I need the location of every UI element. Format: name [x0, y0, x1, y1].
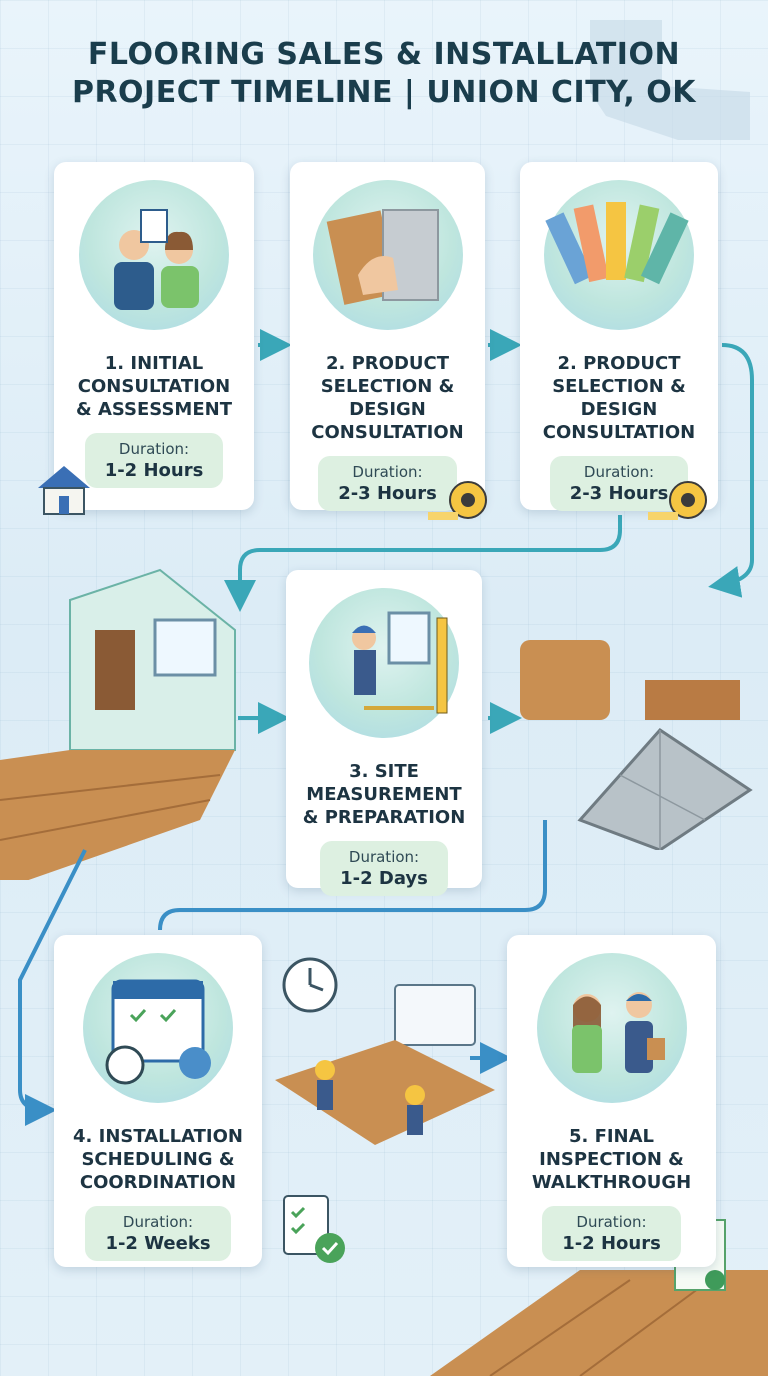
- step-card-5: 5. FINAL INSPECTION & WALKTHROUGH Durati…: [507, 935, 716, 1267]
- step-title: 1. INITIAL CONSULTATION & ASSESSMENT: [76, 353, 232, 420]
- step-card-3: 3. SITE MEASUREMENT & PREPARATION Durati…: [286, 570, 482, 896]
- color-swatches-icon: [544, 180, 694, 330]
- title-line-1: FLOORING SALES & INSTALLATION: [87, 37, 681, 72]
- installation-crew-illustration: [275, 957, 495, 1145]
- step-title: 2. PRODUCT SELECTION & DESIGN CONSULTATI…: [542, 353, 696, 443]
- duration-label: Duration:: [583, 463, 655, 481]
- duration-value: 1-2 Hours: [562, 1233, 661, 1254]
- duration-label: Duration:: [118, 440, 190, 458]
- site-measurement-icon: [309, 588, 459, 738]
- arrow-row2-to-row3: [158, 820, 547, 931]
- arrow-row1-right-down: [708, 343, 754, 598]
- duration-value: 2-3 Hours: [338, 483, 437, 504]
- step-title: 5. FINAL INSPECTION & WALKTHROUGH: [531, 1126, 692, 1193]
- checklist-icon: [283, 1195, 345, 1263]
- step-card-1: 1. INITIAL CONSULTATION & ASSESSMENT Dur…: [54, 162, 254, 510]
- step-card-4: 4. INSTALLATION SCHEDULING & COORDINATIO…: [54, 935, 262, 1267]
- title-line-2: PROJECT TIMELINE | UNION CITY, OK: [71, 75, 697, 110]
- step-title: 2. PRODUCT SELECTION & DESIGN CONSULTATI…: [311, 353, 464, 443]
- duration-label: Duration:: [352, 463, 423, 481]
- duration-badge: Duration: 2-3 Hours: [549, 456, 689, 511]
- arrow-left-to-step4: [18, 849, 87, 1126]
- duration-value: 2-3 Hours: [569, 483, 669, 504]
- flooring-samples-icon: [312, 180, 463, 330]
- tape-measure-icon: [428, 481, 487, 520]
- duration-value: 1-2 Hours: [104, 460, 204, 481]
- house-icon: [38, 466, 90, 515]
- duration-badge: Duration: 1-2 Hours: [542, 1206, 681, 1261]
- step-card-2b: 2. PRODUCT SELECTION & DESIGN CONSULTATI…: [520, 162, 718, 511]
- step-card-2: 2. PRODUCT SELECTION & DESIGN CONSULTATI…: [290, 162, 485, 511]
- duration-label: Duration:: [576, 1213, 647, 1231]
- step-title: 4. INSTALLATION SCHEDULING & COORDINATIO…: [73, 1126, 243, 1193]
- duration-badge: Duration: 1-2 Hours: [84, 433, 224, 488]
- consultation-people-icon: [79, 180, 229, 330]
- duration-badge: Duration: 1-2 Weeks: [85, 1206, 231, 1261]
- duration-label: Duration:: [348, 848, 420, 866]
- arrow-row1-to-row2-left: [224, 515, 622, 612]
- duration-value: 1-2 Days: [340, 868, 428, 889]
- duration-badge: Duration: 1-2 Days: [320, 841, 448, 896]
- step-title: 3. SITE MEASUREMENT & PREPARATION: [302, 761, 466, 828]
- tape-measure-icon-2: [648, 481, 707, 520]
- calendar-scheduling-icon: [83, 953, 233, 1103]
- duration-label: Duration:: [122, 1213, 194, 1231]
- duration-value: 1-2 Weeks: [105, 1233, 211, 1254]
- concrete-subfloor-illustration: [520, 640, 753, 850]
- page-title: FLOORING SALES & INSTALLATION PROJECT TI…: [0, 36, 768, 112]
- final-walkthrough-icon: [536, 953, 687, 1103]
- duration-badge: Duration: 2-3 Hours: [318, 456, 457, 511]
- wood-floor-left-illustration: [0, 568, 236, 880]
